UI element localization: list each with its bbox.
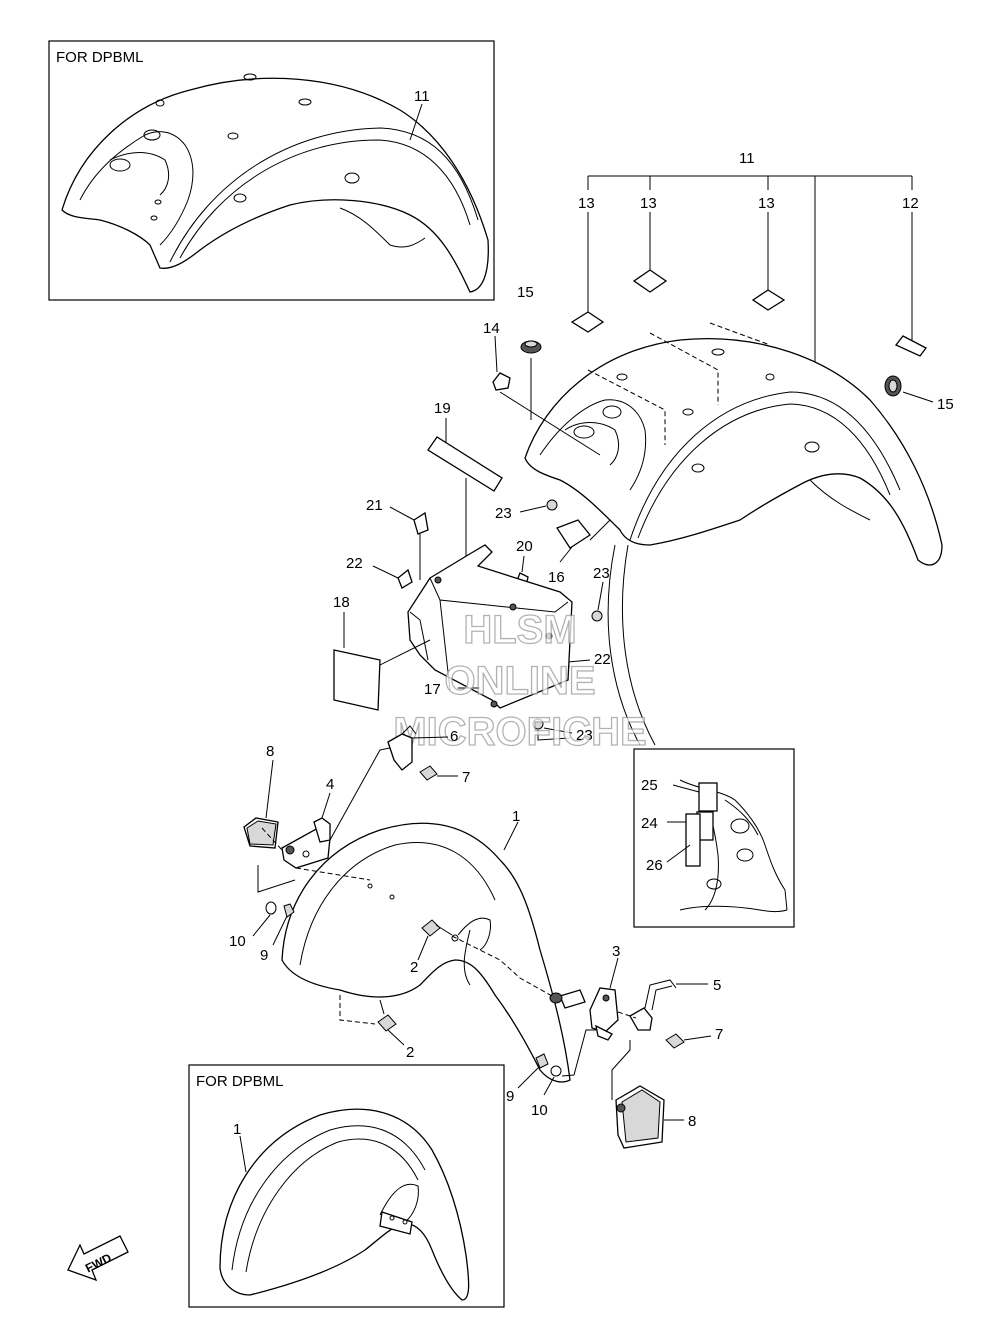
inset-top-frame: [48, 40, 495, 301]
inset-top-label: FOR DPBML: [56, 49, 144, 66]
callout-6: 6: [450, 728, 458, 745]
label-13-b: [632, 269, 668, 293]
callout-13-c: 13: [758, 195, 775, 212]
watermark: HLSM ONLINE MICROFICHE: [393, 607, 648, 754]
washer-10-b: [550, 1065, 562, 1077]
inset-bottom-fender-drawing: [219, 1108, 470, 1301]
fender-tail-edge: [607, 544, 641, 746]
bolt-2-b: [377, 999, 397, 1032]
screw-23-a: [546, 499, 558, 511]
callout-18: 18: [333, 594, 350, 611]
rear-fender-drawing: [524, 322, 943, 566]
callout-13-b: 13: [640, 195, 657, 212]
callout-16: 16: [548, 569, 565, 586]
callout-19: 19: [434, 400, 451, 417]
callout-13-a: 13: [578, 195, 595, 212]
callout-7-a: 7: [462, 769, 470, 786]
callout-22-b: 22: [594, 651, 611, 668]
callout-14: 14: [483, 320, 500, 337]
screw-23-c: [532, 718, 544, 730]
reflector-8-b: [615, 1085, 665, 1149]
bracket-17: [407, 544, 573, 709]
leader-11-inset: [409, 103, 423, 141]
nut-9-a: [283, 903, 295, 918]
clip-22-a: [397, 568, 413, 589]
grommet-15-b: [884, 375, 902, 397]
rear-fender-assembly: 11 13 13 13 12: [427, 150, 954, 746]
leader-tree-11: [587, 175, 913, 380]
callout-7-b: 7: [715, 1026, 723, 1043]
callout-10-a: 10: [229, 933, 246, 950]
clip-14: [492, 372, 511, 391]
screw-23-b: [591, 610, 603, 622]
callout-12: 12: [902, 195, 919, 212]
inset-bottom-frame: [188, 1064, 505, 1308]
callout-25: 25: [641, 777, 658, 794]
callout-11: 11: [739, 150, 755, 167]
grommet-15-a: [520, 340, 542, 354]
label-25: [698, 782, 718, 812]
callout-22-a: 22: [346, 555, 363, 572]
svg-text:MICROFICHE: MICROFICHE: [393, 710, 646, 754]
fwd-direction-arrow: FWD: [67, 1235, 129, 1282]
reflector-8-a: [243, 817, 279, 849]
guide-5: [629, 979, 677, 1031]
bracket-3: [589, 987, 619, 1041]
callout-5: 5: [713, 977, 721, 994]
callout-10-b: 10: [531, 1102, 548, 1119]
callout-9-b: 9: [506, 1088, 514, 1105]
callout-11-inset: 11: [414, 88, 430, 105]
bolt-7-b: [665, 1033, 685, 1049]
svg-text:ONLINE: ONLINE: [444, 659, 595, 703]
callout-24: 24: [641, 815, 658, 832]
inset-bottom-front-fender-variant: FOR DPBML 1: [188, 1064, 505, 1308]
callout-23-a: 23: [495, 505, 512, 522]
front-fender-drawing: [281, 822, 571, 1083]
callout-15-b: 15: [937, 396, 954, 413]
label-13-c: [751, 289, 786, 311]
fender-tail-edge-2: [621, 544, 656, 746]
inset-top-fender-drawing: [61, 73, 489, 293]
inset-bottom-label: FOR DPBML: [196, 1073, 284, 1090]
callout-8-b: 8: [688, 1113, 696, 1130]
inset-right-frame: [633, 748, 795, 928]
callout-17: 17: [424, 681, 441, 698]
callout-21: 21: [366, 497, 383, 514]
pad-16: [556, 519, 591, 549]
bracket-4: [281, 817, 331, 869]
clip-21: [413, 511, 429, 535]
bolt-2-a: [421, 919, 453, 937]
washer-10-a: [265, 901, 277, 915]
label-26: [685, 813, 701, 867]
label-12: [894, 335, 927, 357]
callout-1-inset: 1: [233, 1121, 241, 1138]
front-fender-assembly: 1 2 2 8 4: [229, 725, 723, 1149]
nut-9-b: [535, 1053, 549, 1069]
inset-right-stickers: 25 24 26: [633, 748, 795, 928]
strip-19: [427, 436, 503, 492]
callout-15-a: 15: [517, 284, 534, 301]
svg-text:HLSM: HLSM: [463, 608, 576, 652]
callout-23-c: 23: [576, 727, 593, 744]
bolt-7-a: [419, 765, 438, 781]
callout-26: 26: [646, 857, 663, 874]
leader-1-inset: [239, 1135, 247, 1173]
collar-right: [549, 989, 586, 1009]
license-bracket-assembly: 21 22 22 20 17 18: [333, 497, 611, 711]
inset-top-rear-fender-variant: FOR DPBML 11: [48, 40, 495, 301]
callout-2-b: 2: [406, 1044, 414, 1061]
callout-2-a: 2: [410, 959, 418, 976]
callout-4: 4: [326, 776, 334, 793]
callout-3: 3: [612, 943, 620, 960]
guide-6: [387, 725, 417, 771]
callout-1: 1: [512, 808, 520, 825]
callout-20: 20: [516, 538, 533, 555]
callout-9-a: 9: [260, 947, 268, 964]
callout-8-a: 8: [266, 743, 274, 760]
label-13-a: [570, 311, 605, 333]
reflector-18: [333, 649, 381, 711]
callout-23-b: 23: [593, 565, 610, 582]
